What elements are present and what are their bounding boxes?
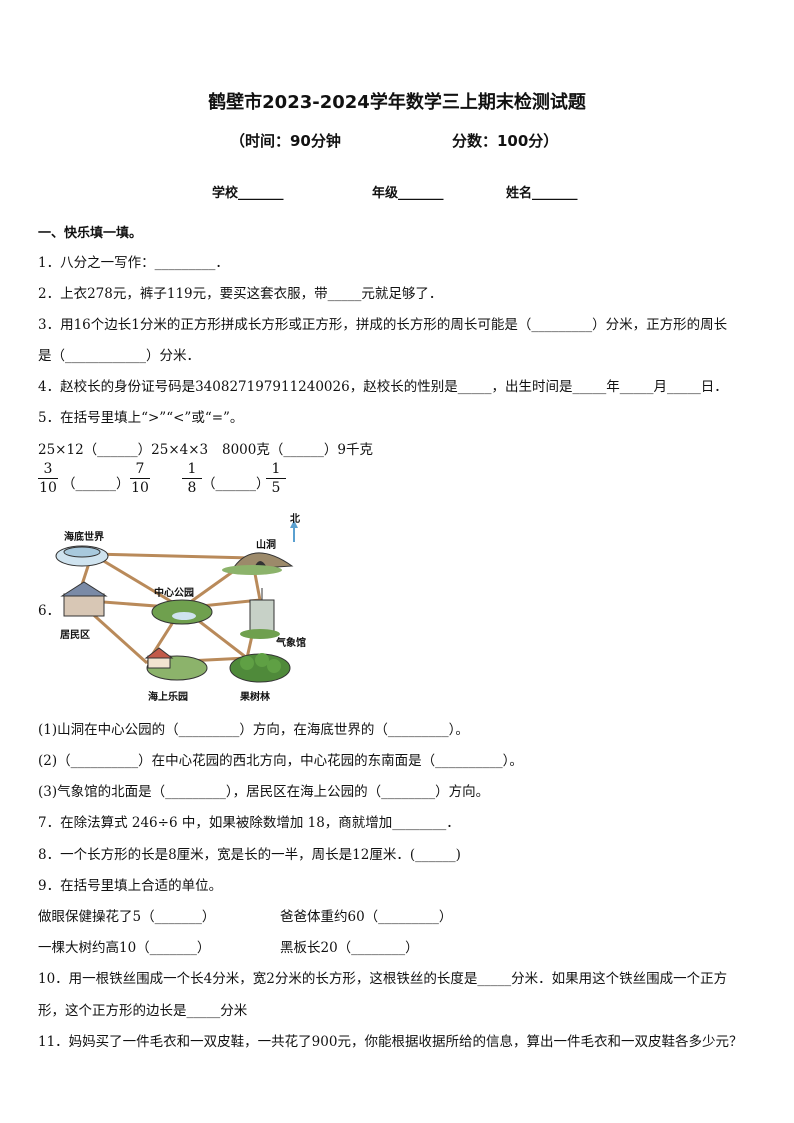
question-4: 4．赵校长的身份证号码是340827197911240026，赵校长的性别是__… — [38, 379, 728, 395]
question-10-cont: 形，这个正方形的边长是_____分米 — [38, 1003, 248, 1019]
q5-blank-4: （______） — [202, 476, 270, 492]
section-heading: 一、快乐填一填。 — [38, 226, 143, 241]
question-9-2: 爸爸体重约60（_________） — [280, 909, 453, 925]
exam-time: （时间：90分钟 — [230, 132, 341, 150]
residential-icon — [60, 581, 108, 617]
question-5: 5．在括号里填上“>”“<”或“=”。 — [38, 410, 244, 426]
undersea-world-icon — [55, 545, 109, 567]
question-9-1: 做眼保健操花了5（_______） — [38, 909, 216, 925]
question-11: 11．妈妈买了一件毛衣和一双皮鞋，一共花了900元，你能根据收据所给的信息，算出… — [38, 1034, 743, 1050]
north-arrow-icon — [290, 520, 298, 542]
map-figure: 北 海底世界 山洞 中心公园 居民区 气象馆 海上乐园 果树林 — [52, 508, 314, 706]
map-label-orchard: 果树林 — [240, 692, 270, 703]
question-6-3: (3)气象馆的北面是（_________），居民区在海上公园的（________… — [38, 784, 490, 800]
cave-icon — [222, 552, 294, 575]
q5-compare-2: 8000克（______）9千克 — [222, 442, 373, 458]
question-10: 10．用一根铁丝围成一个长4分米，宽2分米的长方形，这根铁丝的长度是_____分… — [38, 971, 728, 987]
question-9-3: 一棵大树约高10（_______） — [38, 940, 211, 956]
orchard-icon — [229, 653, 291, 683]
school-field: 学校_______ — [212, 186, 284, 201]
question-3: 3．用16个边长1分米的正方形拼成长方形或正方形，拼成的长方形的周长可能是（__… — [38, 317, 728, 333]
map-label-weather-station: 气象馆 — [276, 638, 306, 649]
map-north-label: 北 — [290, 514, 300, 525]
map-label-sea-park: 海上乐园 — [148, 692, 188, 703]
question-6-2: (2)（__________）在中心花园的西北方向，中心花园的东南面是（____… — [38, 753, 523, 769]
question-3-cont: 是（____________）分米． — [38, 348, 200, 364]
question-7: 7．在除法算式 246÷6 中，如果被除数增加 18，商就增加________． — [38, 815, 460, 831]
q5-compare-1: 25×12（______）25×4×3 — [38, 442, 209, 458]
name-field: 姓名_______ — [506, 186, 578, 201]
grade-field: 年级_______ — [372, 186, 444, 201]
exam-score: 分数：100分） — [452, 132, 559, 150]
weather-station-icon — [240, 588, 280, 639]
question-8: 8．一个长方形的长是8厘米，宽是长的一半，周长是12厘米．(______) — [38, 847, 461, 863]
map-label-undersea-world: 海底世界 — [64, 532, 104, 543]
page-title: 鹤壁市2023-2024学年数学三上期末检测试题 — [208, 92, 586, 113]
map-label-cave: 山洞 — [256, 540, 276, 551]
central-park-icon — [151, 599, 213, 625]
sea-park-icon — [144, 647, 208, 681]
question-9-4: 黑板长20（________） — [280, 940, 419, 956]
map-label-central-park: 中心公园 — [154, 588, 194, 599]
question-9: 9．在括号里填上合适的单位。 — [38, 878, 223, 894]
q5-blank-3: （______） — [62, 476, 130, 492]
question-1: 1．八分之一写作：_________． — [38, 255, 229, 271]
map-svg — [55, 520, 298, 683]
question-6-1: (1)山洞在中心公园的（_________）方向，在海底世界的（________… — [38, 722, 469, 738]
map-label-residential: 居民区 — [60, 630, 90, 641]
question-6: 6． — [38, 603, 61, 619]
question-2: 2．上衣278元，裤子119元，要买这套衣服，带_____元就足够了． — [38, 286, 443, 302]
